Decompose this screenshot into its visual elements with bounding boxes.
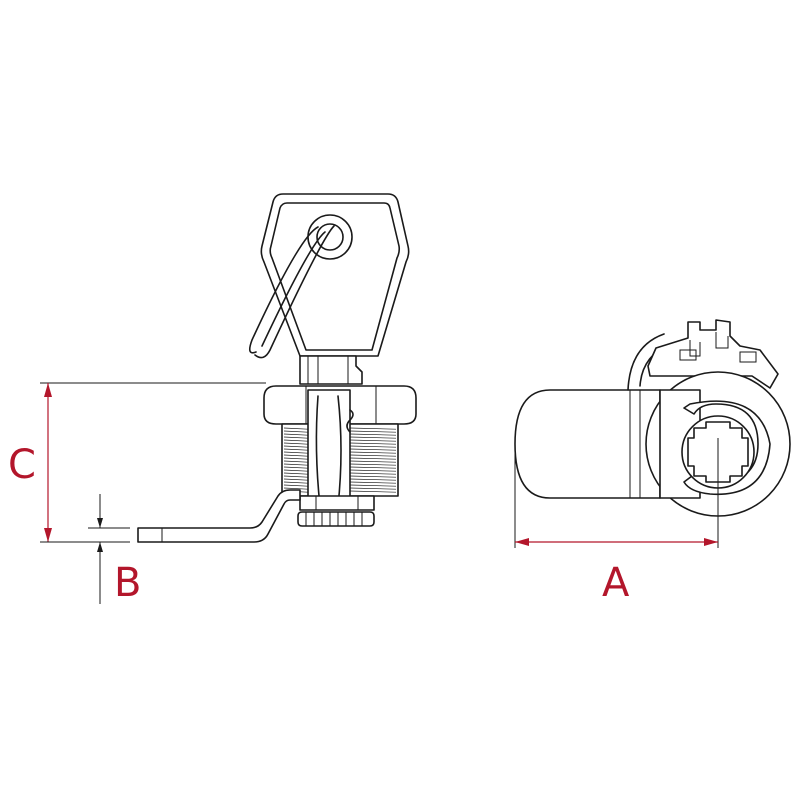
dimension-b-label: B (114, 560, 141, 606)
cylinder-face (681, 415, 755, 520)
cam-end (514, 389, 661, 499)
end-view: A (514, 319, 791, 606)
key-ring (248, 225, 335, 359)
dimension-b: B (97, 494, 141, 606)
dimension-c-label: C (8, 442, 36, 488)
side-view: C B (8, 193, 417, 606)
serrated-washer (297, 511, 375, 527)
dimension-c: C (8, 383, 52, 542)
dimension-a: A (515, 538, 718, 606)
dimension-a-label: A (602, 560, 630, 606)
key-head (260, 193, 410, 357)
lower-nut (299, 495, 375, 511)
cam-arm (137, 489, 301, 543)
key-blade (299, 355, 363, 385)
end-view-key-head (647, 319, 779, 389)
